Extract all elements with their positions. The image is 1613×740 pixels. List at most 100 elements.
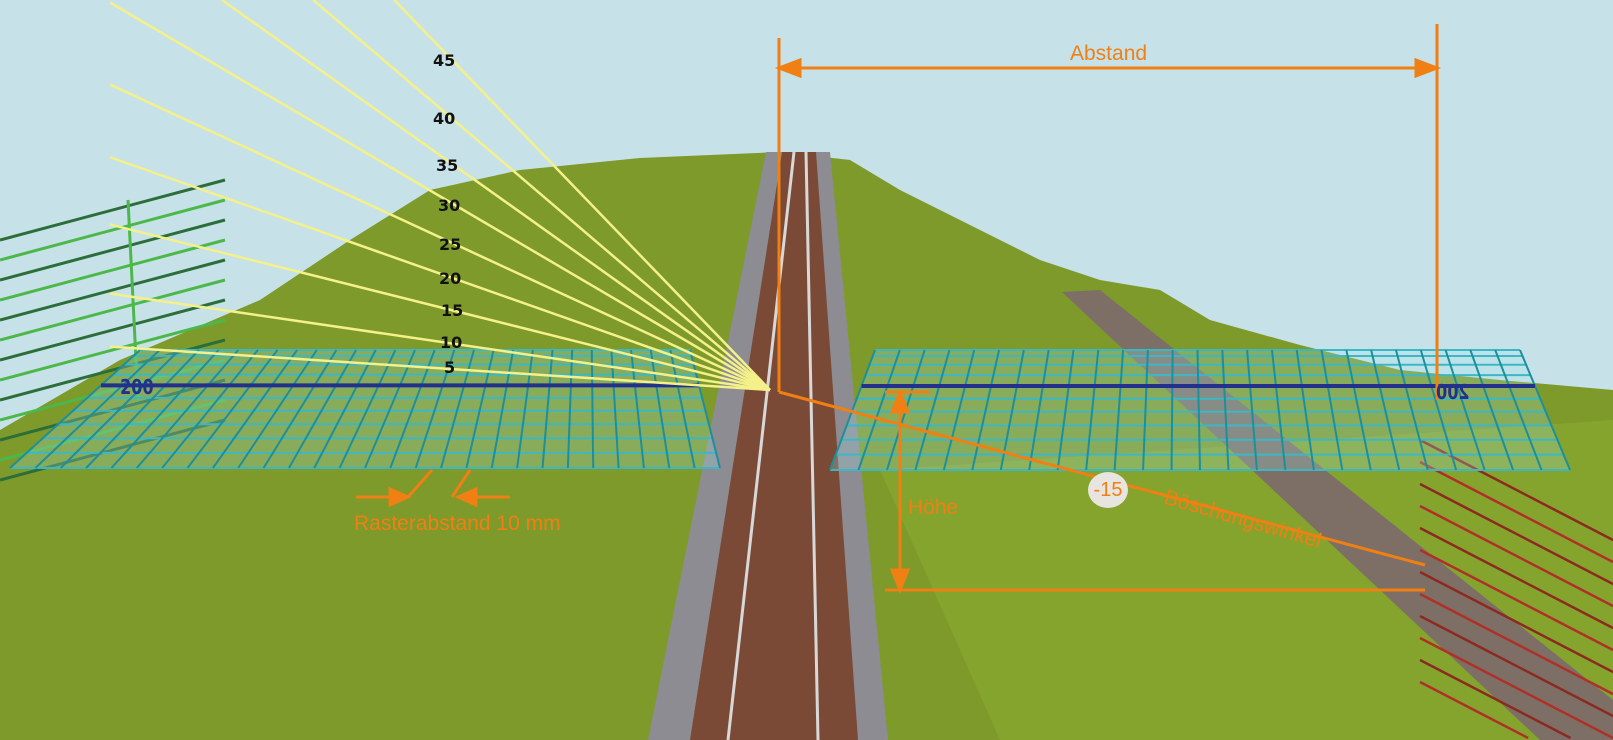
grid-line [829,349,876,471]
grid-line [971,349,1001,471]
grid-line [60,349,180,469]
red-scale-line [1419,658,1572,740]
slope-angle-badge: -15 [1088,472,1128,508]
arrow-down-icon [889,568,911,595]
grid-line [313,349,377,469]
grid-line [110,349,220,469]
grid-line [34,349,161,469]
angle-line-45 [393,0,771,391]
red-scale-line [1419,680,1529,740]
arrow-up-icon [889,387,911,414]
angle-line-40 [312,0,771,391]
angle-label-45: 45 [433,51,456,70]
green-scale-line [0,238,226,302]
rail-right [804,151,820,740]
green-scale-line [0,218,226,282]
red-scale-line [1419,548,1613,652]
grid-line [1295,349,1315,471]
grid-line [516,349,534,469]
grid-label-right: 200 [1436,380,1470,404]
red-scale-line [1419,482,1613,586]
green-scale-line [0,418,226,482]
grid-line [1394,349,1429,471]
grid-line [186,349,279,469]
red-scale-line [1419,614,1613,718]
grid-line [1345,349,1372,471]
angle-line-20 [109,156,771,392]
grid-right [829,349,1571,471]
angle-line-35 [221,0,771,392]
grid-line [364,349,416,469]
grid-line [689,349,721,469]
grid-line [1444,349,1486,471]
angle-label-35: 35 [436,156,459,175]
grid-line [541,349,554,469]
grid-left [9,349,721,469]
angle-label-30: 30 [438,196,461,215]
grid-line [1221,349,1230,471]
grid-line [1056,349,1075,471]
red-scale-line [1419,636,1613,740]
grid-line [1196,349,1201,471]
green-height-scale [0,178,226,482]
grid-line [590,349,595,469]
grid-line [669,349,696,469]
grid-line [1085,349,1100,471]
grid-line [1469,349,1515,471]
grid-line [942,349,976,471]
grid-line [490,349,515,469]
height-label: Höhe [908,496,959,519]
angle-line-25 [109,83,771,392]
green-scale-line [0,198,226,262]
grid-line [338,349,397,469]
angle-label-25: 25 [439,235,462,254]
grid-line [1113,349,1125,471]
grid-line [1494,349,1543,471]
rail-left [726,151,796,740]
grid-line [914,349,951,471]
grid-line [1270,349,1287,471]
grid-line [389,349,436,469]
angle-line-15 [109,223,771,392]
red-scale-line [1419,526,1613,630]
grid-line [610,349,620,469]
red-scale-line [1419,460,1613,564]
grid-line [288,349,357,469]
angle-line-30 [109,1,771,392]
green-scale-line [0,178,226,242]
distance-label: Abstand [1070,42,1148,65]
green-scale-line [0,298,226,362]
green-scale-line [0,358,226,422]
annotation-lines [356,24,1442,595]
arrow-left-icon [774,57,802,79]
grid-line [1320,349,1344,471]
grid-line [649,349,671,469]
arrow-right-icon [1414,57,1442,79]
grid-line [465,349,495,469]
angle-label-20: 20 [439,269,462,288]
grid-line [136,349,239,469]
angle-label-5: 5 [444,358,456,377]
grid-spacing-label: Rasterabstand 10 mm [354,512,561,535]
grid-line [857,349,901,471]
green-scale-line [0,278,226,342]
grid-line [1370,349,1401,471]
grid-line [212,349,298,469]
angle-line-5 [109,345,771,392]
red-scale-line [1419,504,1613,608]
grid-line [1028,349,1050,471]
grid-line [999,349,1025,471]
red-scale-line [1419,592,1613,696]
ground-light [880,420,1613,740]
angle-label-15: 15 [441,301,464,320]
grid-label-left: 200 [120,375,154,399]
angle-fan [109,0,771,392]
green-scale-axis [126,199,140,401]
angle-label-10: 10 [440,333,463,352]
red-height-scale [1419,438,1613,740]
grid-line [237,349,318,469]
second-track [1062,290,1613,740]
grid-line [85,349,200,469]
